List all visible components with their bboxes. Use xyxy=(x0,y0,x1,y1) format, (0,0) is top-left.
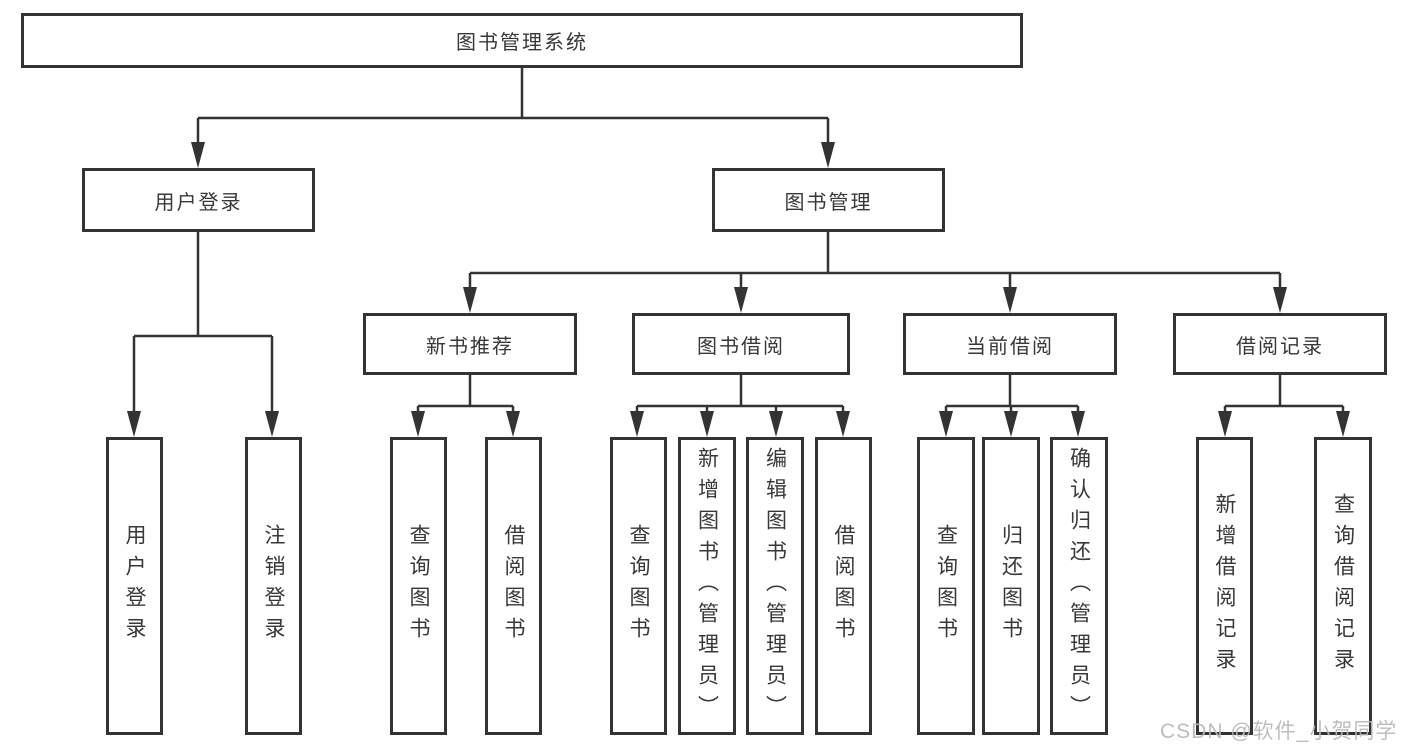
csdn-watermark: CSDN @软件_小贺同学 xyxy=(1160,720,1398,743)
node-label: 用户登录 xyxy=(154,191,243,214)
node-book-management: 图书管理 xyxy=(712,168,945,232)
node-new-book-recommendation: 新书推荐 xyxy=(363,313,577,375)
node-label: 新增图书（管理员） xyxy=(695,446,719,726)
node-leaf-logout: 注销登录 xyxy=(245,437,302,735)
node-leaf-edit-books-admin: 编辑图书（管理员） xyxy=(746,437,804,735)
node-leaf-add-books-admin: 新增图书（管理员） xyxy=(678,437,736,735)
node-label: 图书管理 xyxy=(784,191,873,214)
node-label: 用户登录 xyxy=(123,524,146,648)
node-current-borrowing: 当前借阅 xyxy=(903,313,1117,375)
node-label: 新增借阅记录 xyxy=(1213,493,1236,679)
node-leaf-add-borrow-record: 新增借阅记录 xyxy=(1196,437,1253,735)
node-leaf-user-login: 用户登录 xyxy=(106,437,163,735)
node-leaf-borrow-query-books: 查询图书 xyxy=(610,437,667,735)
node-leaf-return-books: 归还图书 xyxy=(982,437,1040,735)
node-label: 借阅图书 xyxy=(502,524,525,648)
node-label: 借阅记录 xyxy=(1236,335,1324,358)
node-label: 新书推荐 xyxy=(426,335,514,358)
node-leaf-query-borrow-record: 查询借阅记录 xyxy=(1314,437,1372,735)
node-label: 查询借阅记录 xyxy=(1331,493,1355,679)
node-label: 当前借阅 xyxy=(966,335,1054,358)
node-label: 归还图书 xyxy=(999,524,1023,648)
node-label: 图书借阅 xyxy=(697,335,785,358)
node-label: 图书管理系统 xyxy=(456,32,588,54)
node-label: 注销登录 xyxy=(262,524,285,648)
node-label: 借阅图书 xyxy=(832,524,855,648)
node-label: 编辑图书（管理员） xyxy=(763,446,787,726)
node-leaf-current-query-books: 查询图书 xyxy=(917,437,975,735)
node-leaf-borrow-borrow-books: 借阅图书 xyxy=(815,437,872,735)
node-leaf-confirm-return-admin: 确认归还（管理员） xyxy=(1050,437,1108,735)
node-root-library-management-system: 图书管理系统 xyxy=(21,13,1023,68)
node-leaf-recommend-query-books: 查询图书 xyxy=(390,437,447,735)
node-borrowing-records: 借阅记录 xyxy=(1173,313,1387,375)
node-user-login: 用户登录 xyxy=(82,168,315,232)
node-book-borrowing: 图书借阅 xyxy=(632,313,850,375)
node-label: 查询图书 xyxy=(407,524,430,648)
node-label: 查询图书 xyxy=(934,524,958,648)
node-leaf-recommend-borrow-books: 借阅图书 xyxy=(485,437,542,735)
node-label: 确认归还（管理员） xyxy=(1067,446,1091,726)
node-label: 查询图书 xyxy=(627,524,650,648)
